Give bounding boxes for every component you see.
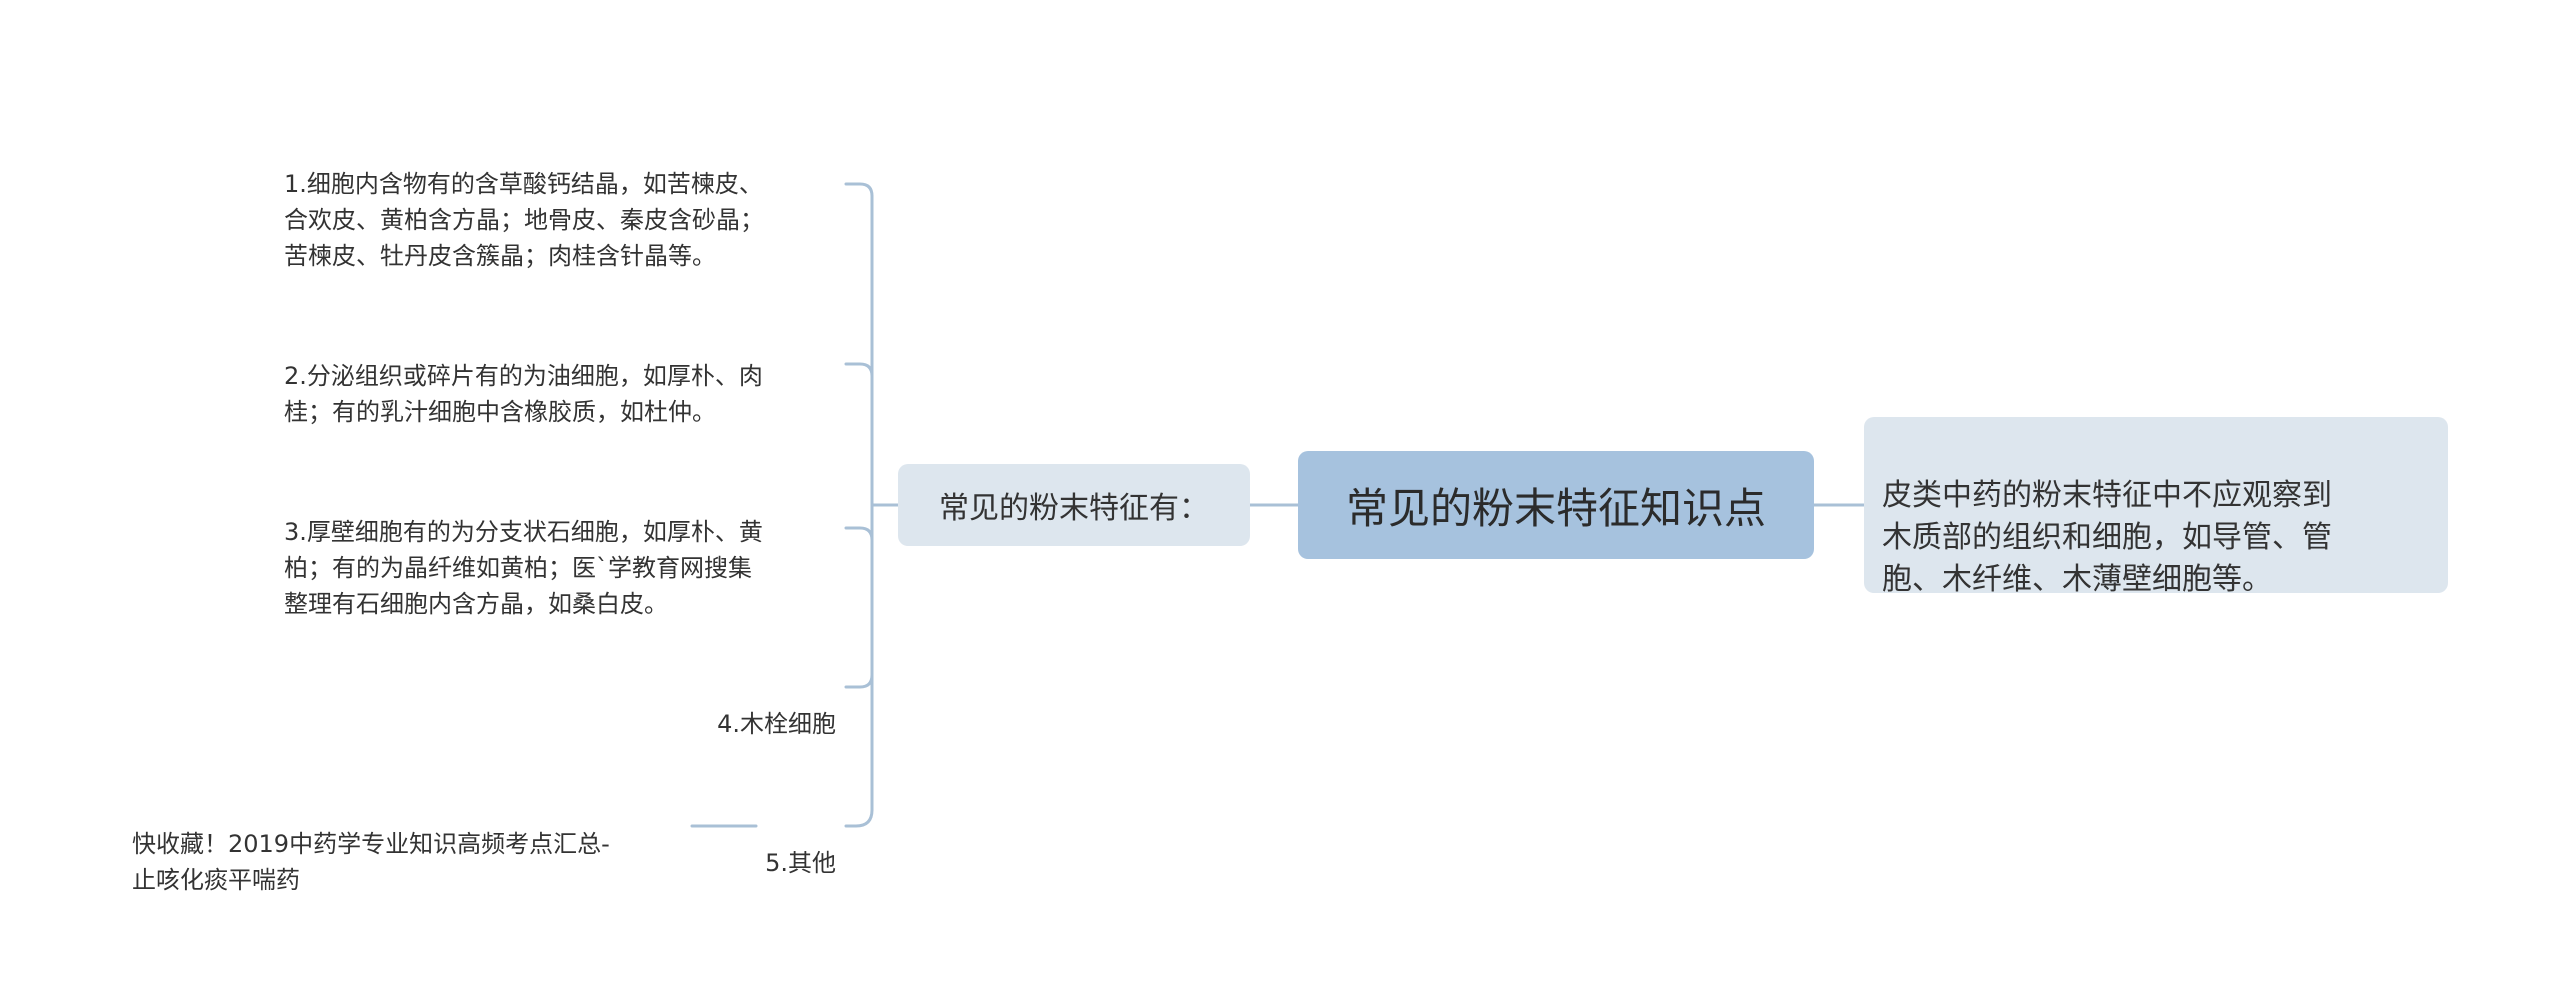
sub-leaf-text: 快收藏！2019中药学专业知识高频考点汇总- 止咳化痰平喘药 bbox=[132, 830, 610, 894]
root-topic[interactable]: 常见的粉末特征知识点 bbox=[1298, 451, 1814, 559]
right-note-text: 皮类中药的粉末特征中不应观察到 木质部的组织和细胞，如导管、管 胞、木纤维、木薄… bbox=[1882, 478, 2332, 597]
leaf-topic-1[interactable]: 1.细胞内含物有的含草酸钙结晶，如苦楝皮、 合欢皮、黄柏含方晶；地骨皮、秦皮含砂… bbox=[284, 130, 844, 274]
sub-leaf-topic[interactable]: 快收藏！2019中药学专业知识高频考点汇总- 止咳化痰平喘药 bbox=[132, 790, 692, 898]
leaf-topic-4[interactable]: 4.木栓细胞 bbox=[600, 670, 836, 742]
leaf-topic-3[interactable]: 3.厚壁细胞有的为分支状石细胞，如厚朴、黄 柏；有的为晶纤维如黄柏；医`学教育网… bbox=[284, 478, 844, 622]
leaf-text: 4.木栓细胞 bbox=[717, 710, 836, 738]
edge-leaf-1 bbox=[844, 182, 874, 198]
leaf-text: 2.分泌组织或碎片有的为油细胞，如厚朴、肉 桂；有的乳汁细胞中含橡胶质，如杜仲。 bbox=[284, 362, 763, 426]
right-note-topic[interactable]: 皮类中药的粉末特征中不应观察到 木质部的组织和细胞，如导管、管 胞、木纤维、木薄… bbox=[1864, 417, 2448, 597]
edge-leaf-2 bbox=[844, 362, 874, 378]
leaf-text: 3.厚壁细胞有的为分支状石细胞，如厚朴、黄 柏；有的为晶纤维如黄柏；医`学教育网… bbox=[284, 518, 763, 618]
leaf-text: 5.其他 bbox=[765, 849, 836, 877]
branch-topic-label: 常见的粉末特征有： bbox=[939, 491, 1209, 526]
branch-topic-features[interactable]: 常见的粉末特征有： bbox=[898, 464, 1250, 546]
leaf-topic-5[interactable]: 5.其他 bbox=[600, 809, 836, 881]
edge-leaf-5 bbox=[844, 808, 874, 828]
edge-leaf-4 bbox=[844, 673, 874, 689]
root-topic-label: 常见的粉末特征知识点 bbox=[1345, 483, 1766, 533]
edge-leaf-3 bbox=[844, 526, 874, 542]
leaf-topic-2[interactable]: 2.分泌组织或碎片有的为油细胞，如厚朴、肉 桂；有的乳汁细胞中含橡胶质，如杜仲。 bbox=[284, 322, 844, 430]
leaf-text: 1.细胞内含物有的含草酸钙结晶，如苦楝皮、 合欢皮、黄柏含方晶；地骨皮、秦皮含砂… bbox=[284, 170, 764, 270]
